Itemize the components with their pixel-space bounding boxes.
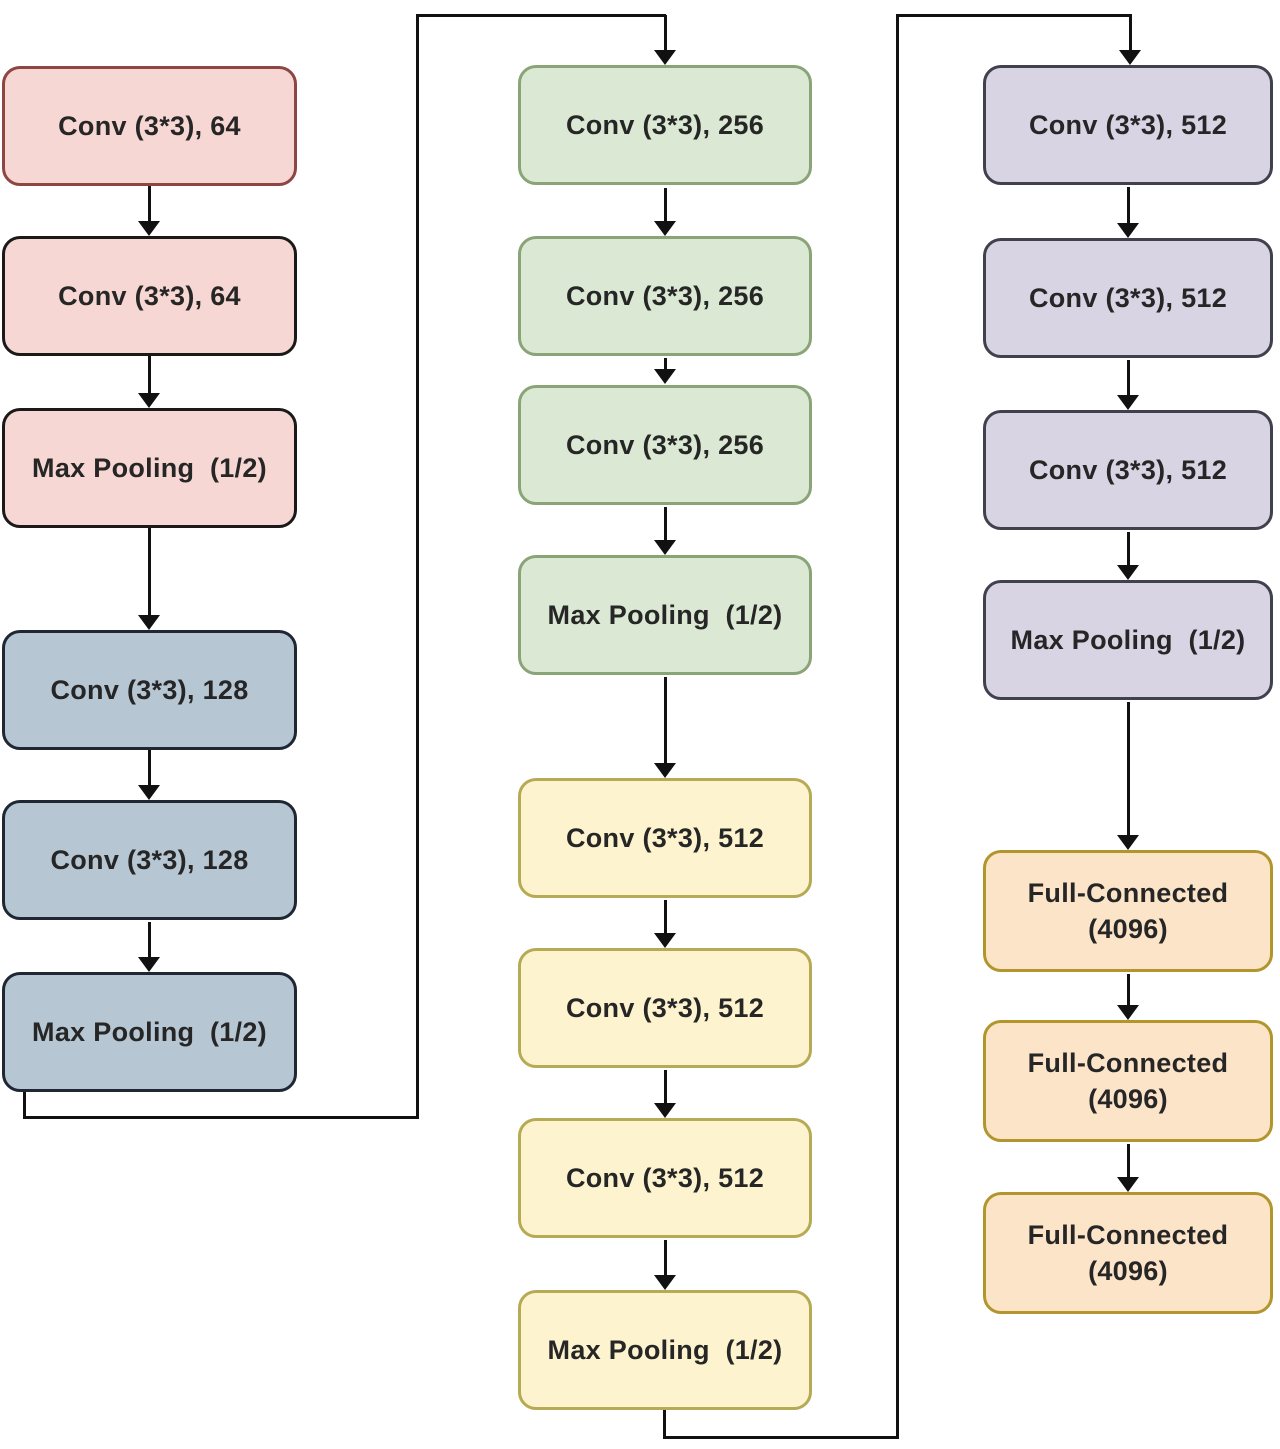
down-arrow-icon — [654, 15, 676, 65]
conv-3x3-512-box-3: Conv (3*3), 512 — [518, 1118, 812, 1238]
down-arrow-icon — [1117, 1144, 1139, 1192]
box-label: Max Pooling (1/2) — [32, 1016, 267, 1047]
down-arrow-icon — [654, 1070, 676, 1118]
down-arrow-icon — [1117, 702, 1139, 850]
down-arrow-icon — [1117, 360, 1139, 410]
connector-line — [896, 14, 899, 1439]
full-connected-4096-box-3: Full-Connected (4096) — [983, 1192, 1273, 1314]
conv-3x3-64-box-1: Conv (3*3), 64 — [2, 66, 297, 186]
full-connected-4096-box-2: Full-Connected (4096) — [983, 1020, 1273, 1142]
conv-3x3-256-box-1: Conv (3*3), 256 — [518, 65, 812, 185]
connector-line — [416, 14, 666, 17]
connector-line — [23, 1116, 419, 1119]
connector-line — [896, 14, 1132, 17]
down-arrow-icon — [138, 750, 160, 800]
max-pooling-box-5: Max Pooling (1/2) — [983, 580, 1273, 700]
max-pooling-box-4: Max Pooling (1/2) — [518, 1290, 812, 1410]
down-arrow-icon — [1117, 974, 1139, 1020]
conv-3x3-256-box-2: Conv (3*3), 256 — [518, 236, 812, 356]
max-pooling-box-3: Max Pooling (1/2) — [518, 555, 812, 675]
box-label: Max Pooling (1/2) — [32, 452, 267, 483]
box-label: Full-Connected (4096) — [1027, 1047, 1229, 1114]
down-arrow-icon — [654, 1240, 676, 1290]
down-arrow-icon — [1119, 15, 1141, 65]
box-label: Conv (3*3), 512 — [1028, 109, 1228, 140]
connector-line — [23, 1092, 26, 1119]
connector-line — [416, 14, 419, 1119]
conv-3x3-512-box-5: Conv (3*3), 512 — [983, 238, 1273, 358]
box-label: Conv (3*3), 256 — [565, 429, 765, 460]
box-label: Conv (3*3), 128 — [50, 674, 249, 705]
down-arrow-icon — [1117, 532, 1139, 580]
conv-3x3-64-box-2: Conv (3*3), 64 — [2, 236, 297, 356]
conv-3x3-128-box-1: Conv (3*3), 128 — [2, 630, 297, 750]
connector-line — [663, 1410, 666, 1439]
box-label: Conv (3*3), 512 — [565, 1162, 765, 1193]
down-arrow-icon — [654, 900, 676, 948]
box-label: Max Pooling (1/2) — [547, 1334, 783, 1365]
conv-3x3-512-box-4: Conv (3*3), 512 — [983, 65, 1273, 185]
max-pooling-box-2: Max Pooling (1/2) — [2, 972, 297, 1092]
full-connected-4096-box-1: Full-Connected (4096) — [983, 850, 1273, 972]
connector-line — [663, 1436, 899, 1439]
down-arrow-icon — [138, 922, 160, 972]
down-arrow-icon — [654, 358, 676, 384]
conv-3x3-256-box-3: Conv (3*3), 256 — [518, 385, 812, 505]
box-label: Conv (3*3), 256 — [565, 109, 765, 140]
conv-3x3-128-box-2: Conv (3*3), 128 — [2, 800, 297, 920]
box-label: Max Pooling (1/2) — [1010, 624, 1246, 655]
box-label: Conv (3*3), 64 — [58, 280, 241, 311]
box-label: Conv (3*3), 512 — [565, 822, 765, 853]
box-label: Conv (3*3), 512 — [565, 992, 765, 1023]
box-label: Full-Connected (4096) — [1027, 877, 1229, 944]
conv-3x3-512-box-2: Conv (3*3), 512 — [518, 948, 812, 1068]
conv-3x3-512-box-6: Conv (3*3), 512 — [983, 410, 1273, 530]
box-label: Conv (3*3), 128 — [50, 844, 249, 875]
down-arrow-icon — [138, 186, 160, 236]
down-arrow-icon — [654, 188, 676, 236]
down-arrow-icon — [138, 528, 160, 630]
box-label: Conv (3*3), 512 — [1028, 282, 1228, 313]
box-label: Full-Connected (4096) — [1027, 1219, 1229, 1286]
conv-3x3-512-box-1: Conv (3*3), 512 — [518, 778, 812, 898]
box-label: Conv (3*3), 512 — [1028, 454, 1228, 485]
down-arrow-icon — [138, 356, 160, 408]
down-arrow-icon — [654, 507, 676, 555]
max-pooling-box-1: Max Pooling (1/2) — [2, 408, 297, 528]
box-label: Conv (3*3), 256 — [565, 280, 765, 311]
box-label: Conv (3*3), 64 — [58, 110, 241, 141]
down-arrow-icon — [1117, 187, 1139, 238]
box-label: Max Pooling (1/2) — [547, 599, 783, 630]
down-arrow-icon — [654, 677, 676, 778]
